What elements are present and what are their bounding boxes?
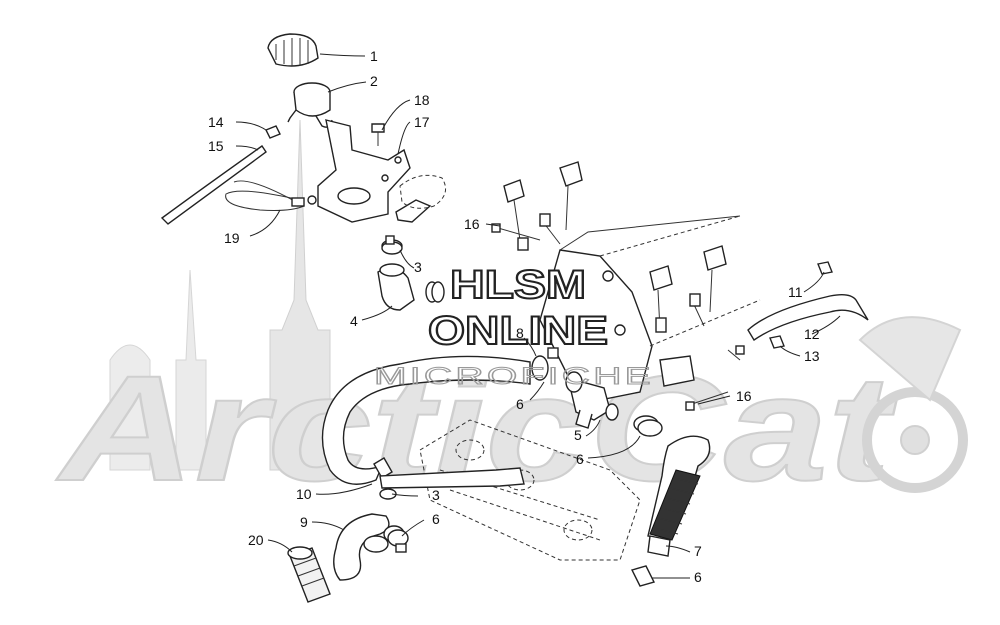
elbow-hose-4 [377, 263, 415, 311]
bypass-hose-12 [747, 293, 869, 342]
reservoir-bracket [307, 119, 411, 223]
reservoir-cap [267, 33, 319, 67]
bolt-16b [685, 345, 745, 411]
screw-18 [371, 123, 385, 146]
callout-15: 15 [208, 138, 224, 154]
spark-plug-wires-left [503, 161, 583, 251]
callout-13: 13 [804, 348, 820, 364]
watermark-line3: MICROFICHE [374, 363, 654, 390]
vent-fitting [265, 125, 281, 139]
callout-labels: 1 2 3 3 4 5 6 6 6 6 7 8 9 10 11 12 13 14… [208, 48, 820, 585]
callout-12: 12 [804, 326, 820, 342]
clamp-6d [630, 565, 656, 587]
callout-8: 8 [516, 325, 524, 341]
callout-6b: 6 [576, 451, 584, 467]
callout-4: 4 [350, 313, 358, 329]
callout-18: 18 [414, 92, 430, 108]
callout-1: 1 [370, 48, 378, 64]
callout-6a: 6 [516, 396, 524, 412]
callout-11: 11 [788, 284, 803, 300]
callout-5: 5 [574, 427, 582, 443]
callout-16a: 16 [464, 216, 480, 232]
bracket-clip [395, 174, 447, 223]
coolant-hose-10 [321, 355, 531, 485]
callout-6d: 6 [694, 569, 702, 585]
hose-9 [333, 513, 390, 581]
callout-14: 14 [208, 114, 224, 130]
spark-plug-wires-right [649, 245, 727, 387]
callout-9: 9 [300, 514, 308, 530]
watermark-line2: ONLINE [428, 309, 608, 353]
clamp-upper-3b [425, 281, 445, 303]
clamp-6c [383, 525, 409, 553]
callout-7: 7 [694, 543, 702, 559]
callout-10: 10 [296, 486, 312, 502]
hlsm-watermark: HLSM ONLINE MICROFICHE [374, 262, 654, 391]
engine-head [379, 419, 641, 561]
callout-19: 19 [224, 230, 240, 246]
callout-2: 2 [370, 73, 378, 89]
vent-hose [160, 145, 267, 225]
clamp-6b [633, 415, 663, 437]
clamp-8 [531, 347, 559, 381]
hose-20 [287, 546, 331, 603]
corrugated-hose-7 [647, 435, 711, 557]
tee-fitting-5 [565, 371, 619, 429]
clamp-upper-3 [381, 235, 403, 255]
cable-tie [225, 180, 305, 211]
callout-17: 17 [414, 114, 430, 130]
callout-3b: 3 [432, 487, 440, 503]
clamp-lower-3 [373, 457, 397, 500]
leader-lines [235, 53, 841, 579]
callout-20: 20 [248, 532, 264, 548]
callout-3a: 3 [414, 259, 422, 275]
watermark-line1: HLSM [450, 263, 586, 307]
callout-6c: 6 [432, 511, 440, 527]
outlet-housing [539, 215, 761, 401]
callout-16b: 16 [736, 388, 752, 404]
hose-fitting-11 [817, 261, 833, 275]
bolt-16a [491, 223, 541, 241]
hose-fitting-13 [769, 335, 785, 349]
